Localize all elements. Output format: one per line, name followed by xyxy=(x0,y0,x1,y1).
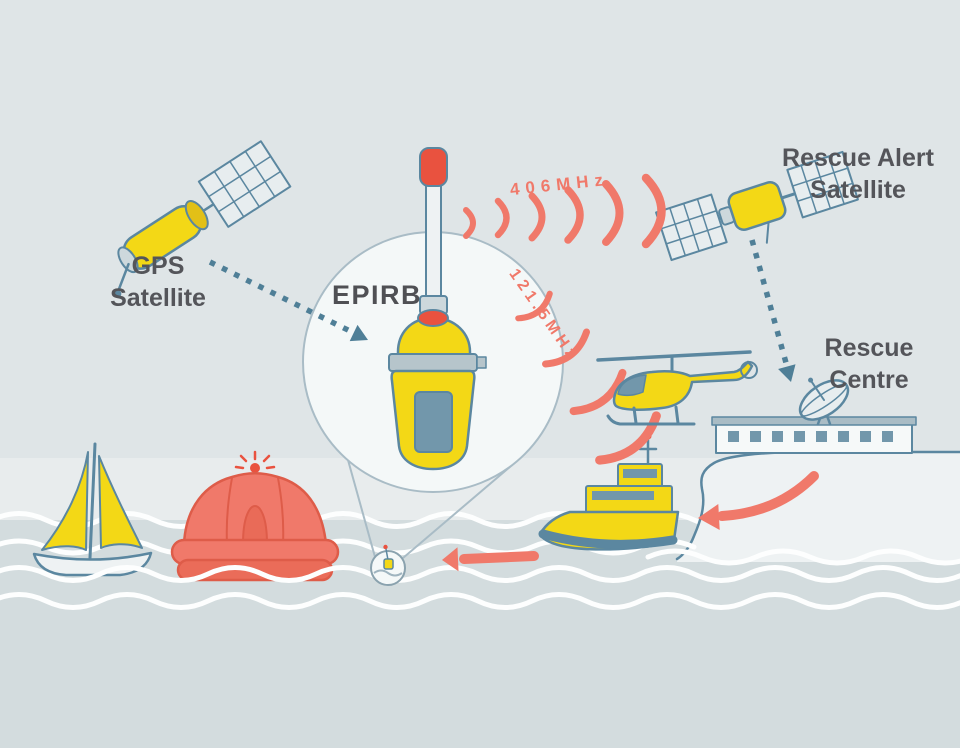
rescue-alert-label-line2: Satellite xyxy=(810,176,906,204)
raft-door xyxy=(241,504,269,545)
epirb-antenna-tip xyxy=(419,147,448,187)
dish-feed xyxy=(808,377,814,383)
satellite-panel-grid xyxy=(661,156,853,256)
epirb-panel xyxy=(414,391,453,453)
lifeboat-waterline-band xyxy=(538,529,678,549)
gps-nose-cap xyxy=(117,246,139,274)
floating-epirb-antenna xyxy=(385,548,389,561)
arrow-lifeboat-to-epirb xyxy=(442,547,539,572)
epirb-activation-switch xyxy=(417,309,449,327)
floating-epirb-body xyxy=(383,558,394,570)
magnifier-cone-right xyxy=(402,459,519,559)
helicopter-tail-rotor xyxy=(740,361,758,379)
magnifier-cone-left xyxy=(347,459,376,558)
gps-label-line2: Satellite xyxy=(110,284,206,312)
helicopter-rotor xyxy=(596,350,752,362)
rescue-alert-satellite-icon xyxy=(655,150,859,262)
epirb-side-tab xyxy=(476,356,487,369)
lifeboat-wheelhouse-windows xyxy=(623,469,657,478)
gps-satellite-label: GPS Satellite xyxy=(110,252,206,312)
raft-light-rays xyxy=(234,450,276,470)
epirb-grip-band xyxy=(388,353,478,372)
helicopter-icon xyxy=(596,350,758,426)
dotted-arrow-gps-to-epirb xyxy=(208,259,368,342)
satellite-antenna xyxy=(765,221,770,244)
floating-epirb-tip xyxy=(383,544,388,550)
gps-satellite-icon xyxy=(114,140,292,298)
arrow-centre-to-lifeboat xyxy=(698,471,819,530)
rescue-alert-label-line1: Rescue Alert xyxy=(782,144,935,172)
centre-arrow-shaft xyxy=(717,471,819,521)
gps-label-line1: GPS xyxy=(132,252,185,280)
rescue-centre-building xyxy=(711,416,917,454)
rescue-centre-label-line1: Rescue xyxy=(825,334,914,362)
helicopter-cockpit-window xyxy=(617,374,647,397)
building-windows xyxy=(728,431,893,442)
gps-panel-grid xyxy=(208,150,281,218)
epirb-device xyxy=(388,147,487,471)
lifeboat-cabin-windows xyxy=(592,491,654,500)
sailboat-mainsail xyxy=(41,451,89,551)
wave-line-3 xyxy=(0,565,960,583)
dish-feed-arm xyxy=(810,380,825,401)
wave-line-cliff-base xyxy=(645,548,960,566)
epirb-antenna xyxy=(425,179,442,309)
gps-signal-arrowhead xyxy=(349,324,368,342)
satellite-dish-icon xyxy=(798,377,850,426)
radio-waves-406-icon xyxy=(463,173,666,249)
gps-antenna-boom xyxy=(117,262,130,291)
helicopter-body xyxy=(612,360,754,411)
lifeboat-arrow-head xyxy=(442,547,459,572)
downlink-dots xyxy=(749,239,791,371)
helicopter-skids xyxy=(606,405,696,426)
lifeboat-arrow-shaft xyxy=(459,551,539,564)
wave-line-4 xyxy=(0,592,960,610)
sailboat-jib xyxy=(98,455,143,549)
life-raft-icon xyxy=(170,450,340,582)
gps-body-endcap xyxy=(184,199,209,231)
raft-flash-light xyxy=(250,463,260,473)
epirb-label: EPIRB xyxy=(332,280,422,310)
rescue-alert-satellite-label: Rescue Alert Satellite xyxy=(782,144,935,204)
centre-arrow-head xyxy=(698,504,720,530)
satellite-body xyxy=(727,180,787,232)
downlink-arrowhead xyxy=(778,364,796,382)
lifeboat-icon xyxy=(538,432,680,551)
rescue-centre-label-line2: Centre xyxy=(829,366,908,394)
rescue-centre-label: Rescue Centre xyxy=(825,334,914,394)
sailboat-mast xyxy=(88,442,97,560)
cliff xyxy=(677,452,960,562)
floating-epirb-wave xyxy=(373,569,403,577)
raft-canopy-seams xyxy=(225,477,285,545)
floating-epirb-icon xyxy=(373,544,403,577)
dotted-arrow-satellite-to-centre xyxy=(749,239,796,382)
gps-antenna-ball xyxy=(114,290,122,298)
